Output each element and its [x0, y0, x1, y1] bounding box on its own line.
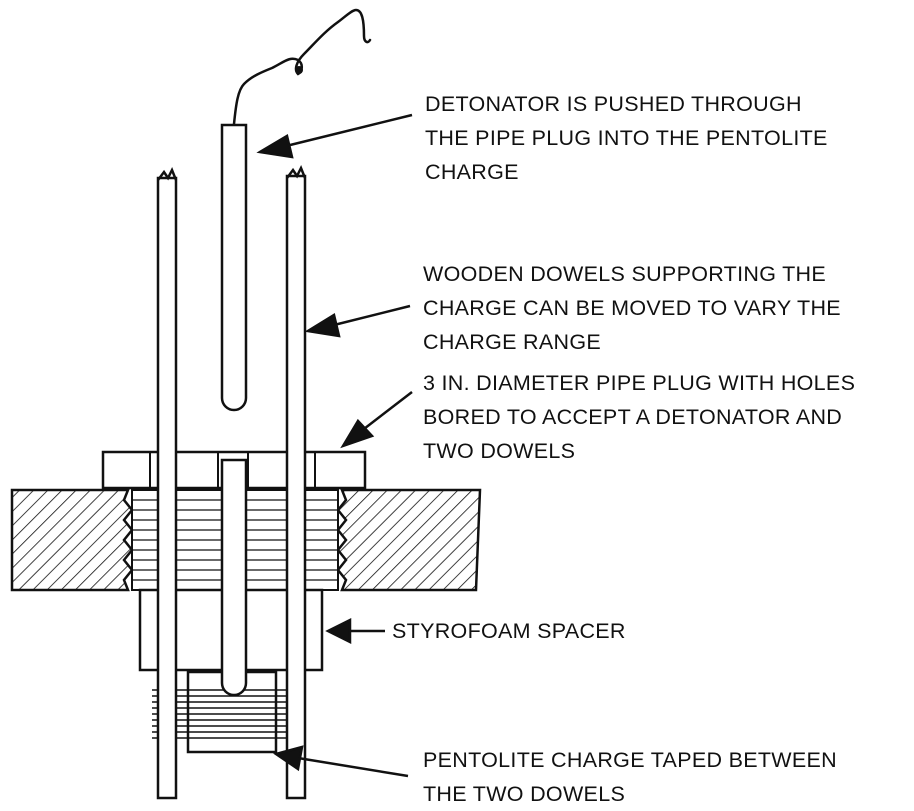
callout-line: WOODEN DOWELS SUPPORTING THE: [423, 262, 827, 286]
callout-line: CHARGE: [425, 160, 519, 184]
detonator-callout: DETONATOR IS PUSHED THROUGH THE PIPE PLU…: [425, 87, 828, 189]
callout-line: THE TWO DOWELS: [423, 782, 626, 806]
callout-line: STYROFOAM SPACER: [392, 619, 626, 643]
callout-line: CHARGE RANGE: [423, 330, 602, 354]
left-dowel: [156, 166, 178, 800]
callout-line: CHARGE CAN BE MOVED TO VARY THE: [423, 296, 841, 320]
pipe-plug-callout: 3 IN. DIAMETER PIPE PLUG WITH HOLES BORE…: [423, 366, 855, 468]
callout-line: TWO DOWELS: [423, 439, 576, 463]
charge-callout: PENTOLITE CHARGE TAPED BETWEEN THE TWO D…: [423, 743, 837, 811]
callout-line: PENTOLITE CHARGE TAPED BETWEEN: [423, 748, 837, 772]
detonator-lead-wire: [232, 8, 372, 126]
callout-line: BORED TO ACCEPT A DETONATOR AND: [423, 405, 843, 429]
right-dowel: [285, 164, 307, 800]
detonator: [220, 123, 248, 697]
spacer-callout: STYROFOAM SPACER: [392, 614, 626, 648]
callout-line: DETONATOR IS PUSHED THROUGH: [425, 92, 802, 116]
leader-arrows: [256, 113, 413, 778]
callout-line: 3 IN. DIAMETER PIPE PLUG WITH HOLES: [423, 371, 856, 395]
callout-line: THE PIPE PLUG INTO THE PENTOLITE: [425, 126, 828, 150]
dowels-callout: WOODEN DOWELS SUPPORTING THE CHARGE CAN …: [423, 257, 841, 359]
